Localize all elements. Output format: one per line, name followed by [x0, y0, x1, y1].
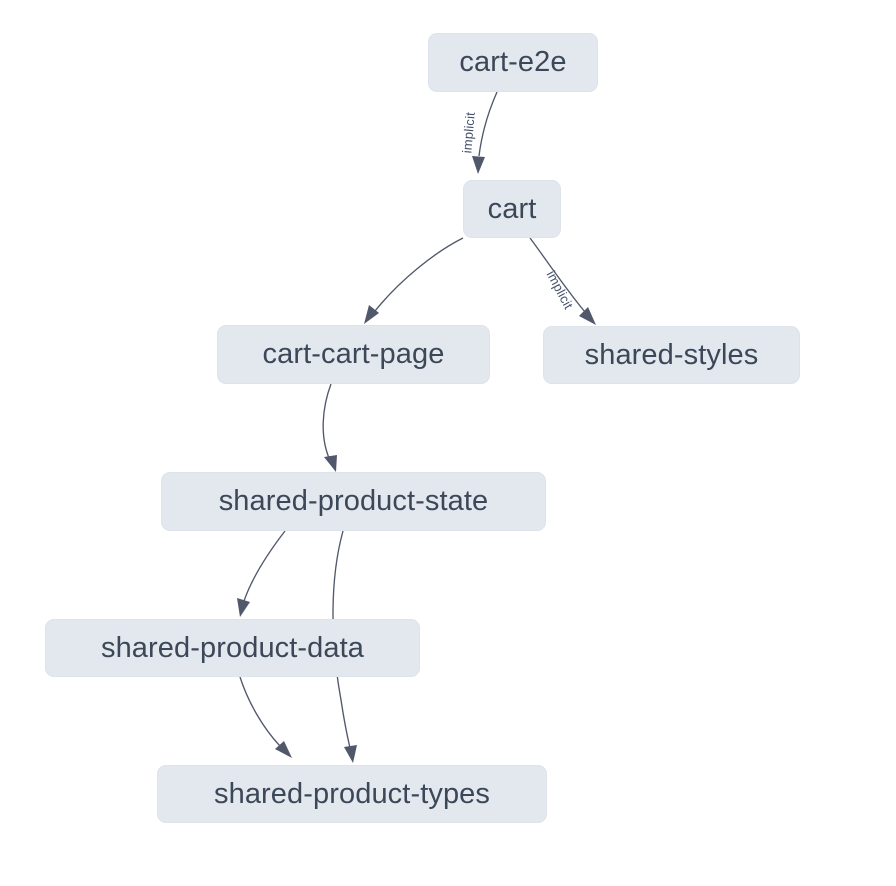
edge-arrowhead: [579, 307, 596, 325]
edge-path: [374, 237, 464, 312]
edge-arrowhead: [237, 598, 250, 617]
edge-arrowhead: [324, 455, 337, 472]
node-label: shared-styles: [584, 338, 759, 371]
node-label: shared-product-state: [218, 485, 489, 517]
node-shared-product-state[interactable]: shared-product-state: [161, 472, 546, 531]
edge-path: [529, 237, 586, 313]
node-cart[interactable]: cart: [463, 180, 561, 238]
edge-cart-to-shared-styles: [529, 237, 596, 325]
edge-cart-cart-page-to-shared-product-state: [322, 383, 337, 472]
edge-path: [322, 383, 332, 459]
edge-arrowhead: [364, 305, 379, 324]
node-shared-styles[interactable]: shared-styles: [543, 326, 800, 384]
edge-arrowhead: [275, 741, 292, 758]
node-cart-cart-page[interactable]: cart-cart-page: [217, 325, 490, 384]
node-shared-product-types[interactable]: shared-product-types: [157, 765, 547, 823]
edge-path: [243, 530, 286, 602]
edge-path: [478, 91, 498, 157]
edge-path: [239, 676, 281, 747]
edge-shared-product-state-to-shared-product-data: [237, 530, 286, 617]
node-cart-e2e[interactable]: cart-e2e: [428, 33, 598, 92]
node-label: shared-product-types: [213, 777, 491, 810]
edge-arrowhead: [472, 156, 485, 174]
edge-shared-product-data-to-shared-product-types: [239, 676, 292, 758]
node-label: shared-product-data: [100, 631, 365, 664]
edge-cart-to-cart-cart-page: [364, 237, 464, 324]
edge-arrowhead: [344, 745, 357, 763]
edge-label-implicit-2: implicit: [544, 268, 577, 312]
node-label: cart: [487, 192, 537, 225]
node-shared-product-data[interactable]: shared-product-data: [45, 619, 420, 677]
edge-cart-e2e-to-cart: [472, 91, 498, 174]
edge-label-implicit-1: implicit: [459, 111, 478, 154]
node-label: cart-cart-page: [262, 338, 445, 370]
node-label: cart-e2e: [459, 46, 567, 78]
